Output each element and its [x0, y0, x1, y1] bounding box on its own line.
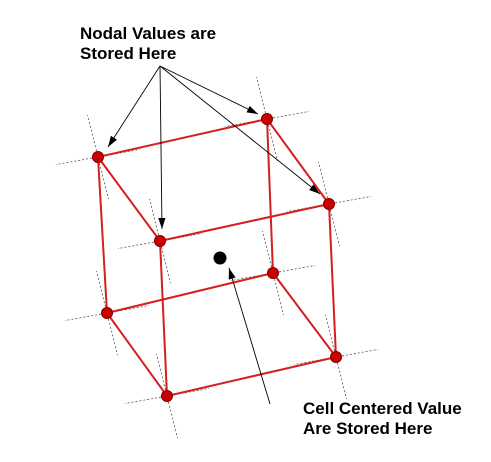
leader-arrow-node: [159, 65, 321, 195]
tick-mark: [334, 196, 372, 204]
cell-edge: [266, 118, 330, 205]
tick-mark: [87, 114, 97, 152]
cell-centered-label-line2: Are Stored Here: [303, 419, 432, 438]
nodal-values-label: Nodal Values are Stored Here: [80, 24, 216, 63]
cell-node: [267, 267, 279, 279]
cell-centered-label-line1: Cell Centered Value: [303, 399, 462, 418]
cell-edge: [272, 272, 337, 358]
leader-arrow-center: [228, 267, 271, 405]
tick-mark: [341, 349, 379, 357]
cell-edge: [159, 240, 168, 397]
cell-node: [154, 235, 166, 247]
tick-mark: [272, 111, 310, 119]
cell-centered-label: Cell Centered Value Are Stored Here: [303, 399, 462, 438]
cell-nodes: [92, 113, 342, 402]
tick-mark: [262, 230, 272, 268]
cell-node: [92, 151, 104, 163]
cell-node: [101, 307, 113, 319]
tick-mark: [330, 209, 340, 247]
tick-mark: [256, 76, 266, 114]
cell-edge: [97, 156, 108, 314]
cell-edge: [106, 312, 168, 397]
tick-mark: [124, 396, 162, 404]
cell-edge: [328, 203, 337, 358]
tick-mark: [337, 362, 347, 400]
tick-mark: [161, 246, 171, 284]
tick-mark: [168, 401, 178, 439]
cell-node: [323, 198, 335, 210]
leader-arrow-node: [159, 65, 259, 115]
cell-node: [261, 113, 273, 125]
tick-mark: [55, 157, 93, 165]
cell-edge: [97, 118, 268, 158]
leader-arrows: [107, 65, 321, 405]
tick-mark: [64, 313, 102, 321]
cell-node: [161, 390, 173, 402]
cell-edge: [166, 356, 337, 397]
leader-arrow-node: [107, 65, 161, 148]
cell-edge: [159, 203, 330, 242]
cell-center-point: [213, 251, 227, 265]
cell-edges: [97, 118, 337, 397]
tick-mark: [278, 265, 316, 273]
cell-node: [330, 351, 342, 363]
cell-edge: [266, 118, 274, 274]
nodal-values-label-line2: Stored Here: [80, 44, 176, 63]
leader-arrow-node: [158, 65, 166, 230]
nodal-values-label-line1: Nodal Values are: [80, 24, 216, 43]
tick-mark: [117, 241, 155, 249]
cell-edge: [97, 156, 161, 242]
cell-edge: [106, 272, 274, 314]
